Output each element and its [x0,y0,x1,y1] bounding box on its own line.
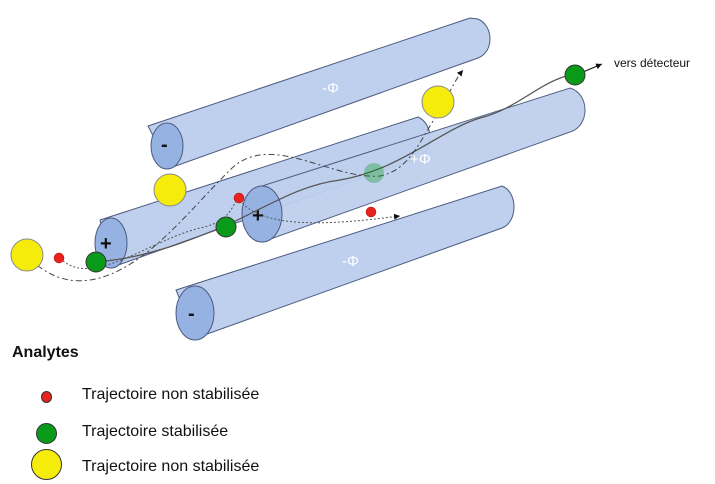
rod-middle-front: +Φ + [241,87,586,243]
red-particle [53,252,65,264]
detector-label: vers détecteur [614,56,690,70]
yellow-particle [10,238,44,272]
green-particle [564,64,586,86]
stable-trajectory [94,73,576,263]
rod-bottom-front-label: -Φ [342,253,359,270]
green-particle [85,251,107,273]
red-particle [365,206,377,218]
yellow-particle [153,173,187,207]
rod-top-back-end-sign: - [161,134,168,156]
rod-top-back: -Φ - [147,17,491,170]
legend-title: Analytes [12,344,79,361]
legend-red-dot [41,391,52,403]
rod-middle-front-end-sign: + [252,205,264,227]
legend-item-yellow: Trajectoire non stabilisée [82,458,260,475]
rod-middle-front-label: +Φ [410,151,431,168]
rod-bottom-front: -Φ - [175,185,515,341]
rod-bottom-front-end-sign: - [188,303,195,325]
green-particle-faded [364,163,384,183]
red-particle [233,192,245,204]
green-particle [215,216,237,238]
legend-item-red: Trajectoire non stabilisée [82,386,260,403]
rod-middle-back-end-sign: + [100,233,112,255]
yellow-particle [421,85,455,119]
legend-item-green: Trajectoire stabilisée [82,423,229,440]
legend-yellow-dot [31,449,62,480]
legend-green-dot [36,423,57,444]
rod-top-back-label: -Φ [322,80,339,97]
detector-arrow [582,63,603,73]
